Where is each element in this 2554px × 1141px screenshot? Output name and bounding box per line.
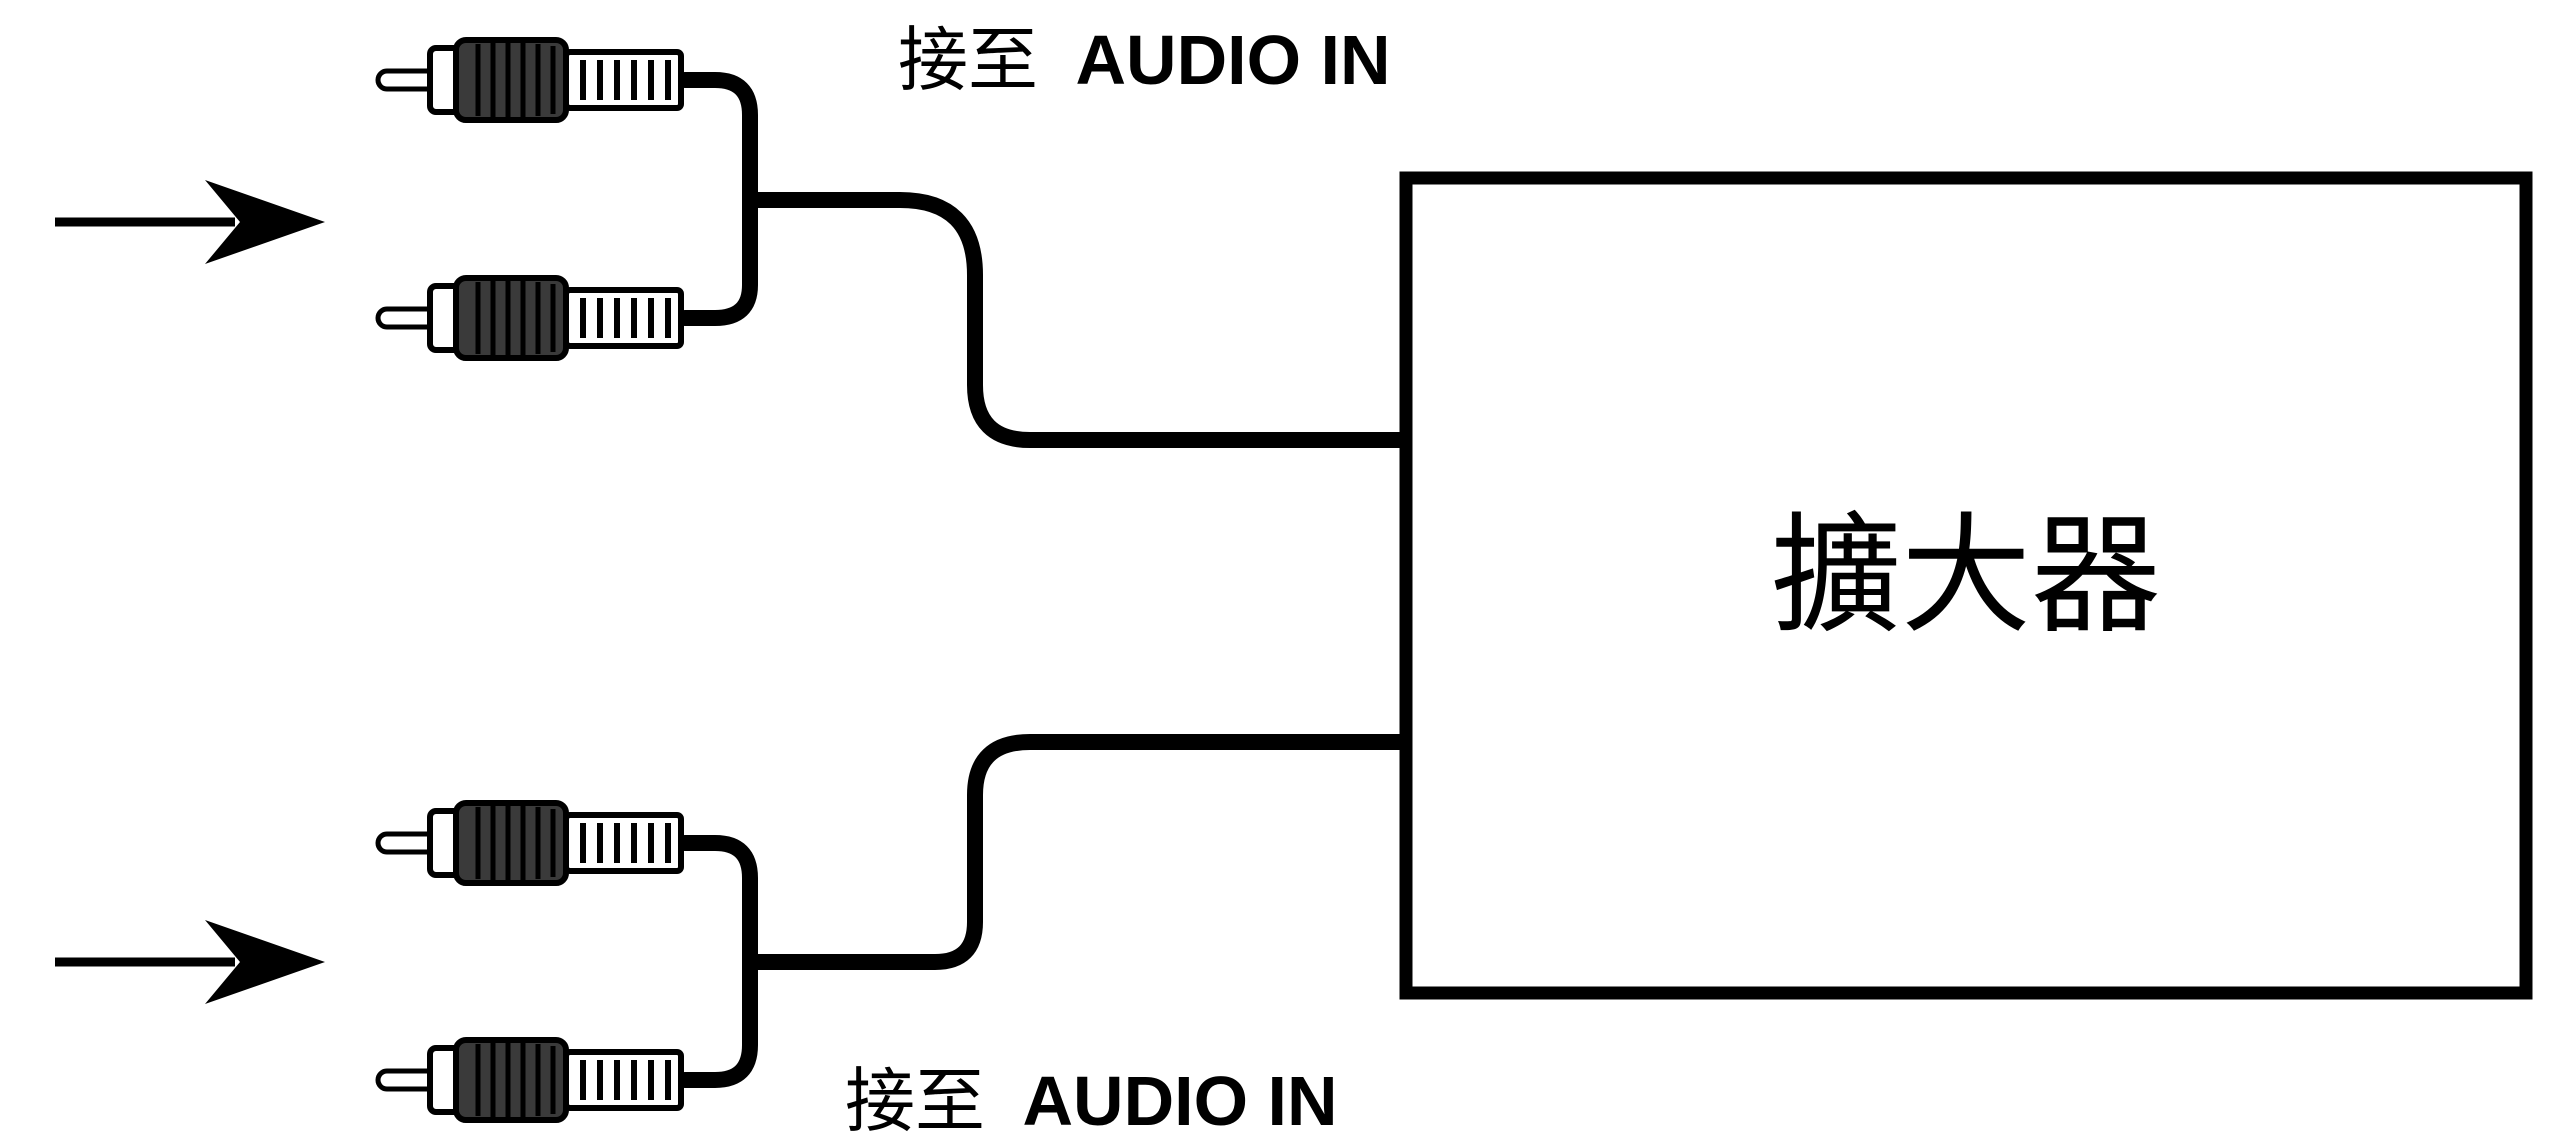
bottom-connect-label: 接至 AUDIO IN	[845, 1060, 1338, 1141]
top-rca-plug-lower-icon	[378, 278, 681, 358]
amplifier-label: 擴大器	[1771, 500, 2161, 652]
top-cable	[677, 72, 1413, 448]
bottom-arrow-icon	[55, 920, 325, 1004]
top-connect-label-prefix: 接至	[898, 19, 1038, 101]
top-connect-label-suffix: AUDIO IN	[1076, 21, 1391, 99]
top-arrow-icon	[55, 180, 325, 264]
top-connect-label: 接至 AUDIO IN	[898, 19, 1391, 101]
bottom-connect-label-suffix: AUDIO IN	[1023, 1062, 1338, 1140]
amplifier-box	[1399, 171, 2533, 1000]
bottom-rca-plug-lower-icon	[378, 1040, 681, 1120]
top-rca-plug-upper-icon	[378, 40, 681, 120]
bottom-rca-plug-upper-icon	[378, 803, 681, 883]
bottom-cable	[677, 734, 1413, 1088]
bottom-connect-label-prefix: 接至	[845, 1060, 985, 1141]
